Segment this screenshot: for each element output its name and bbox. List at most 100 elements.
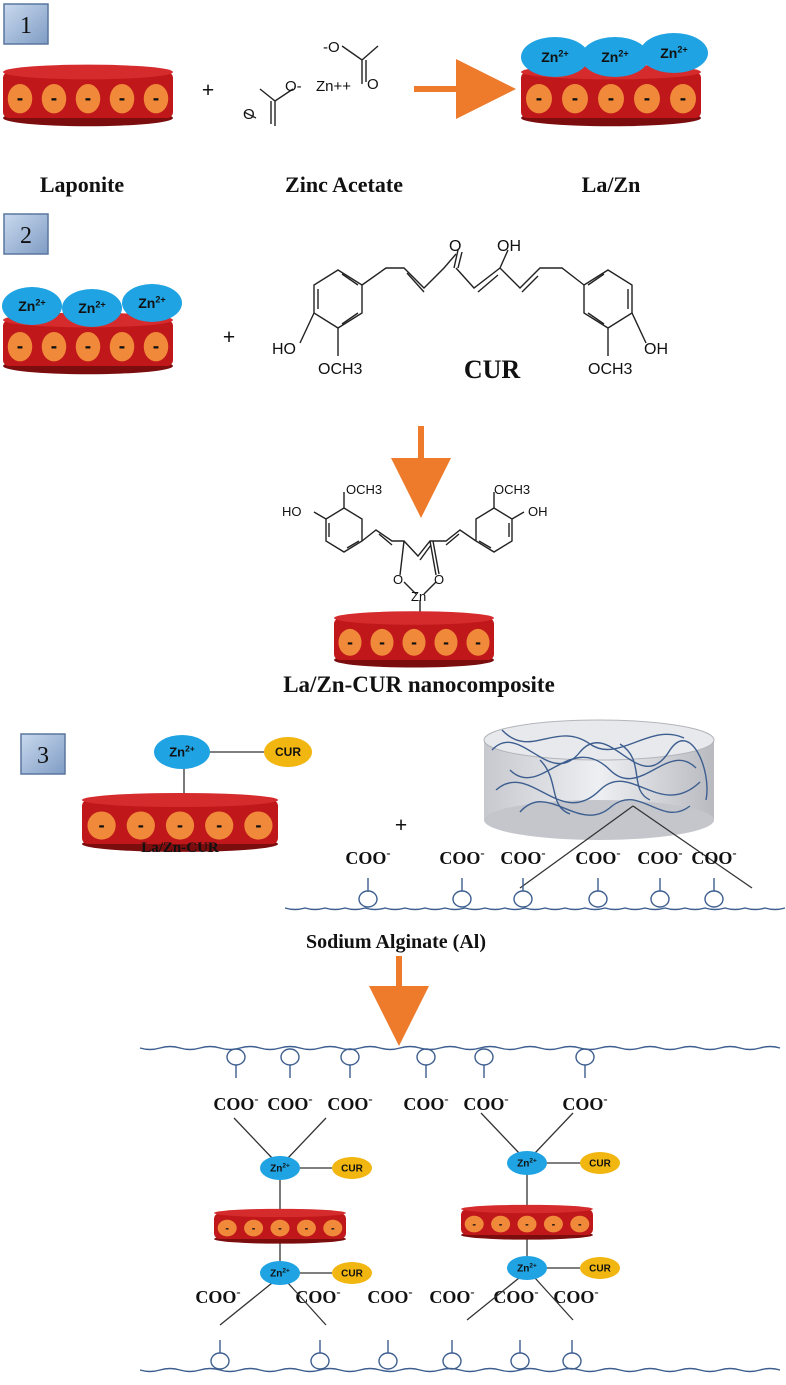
carboxylate-group: COO- bbox=[691, 846, 736, 868]
cur-molecule bbox=[332, 1262, 372, 1284]
negative-charge-label: - bbox=[578, 1218, 582, 1230]
charge-bead bbox=[434, 628, 458, 656]
step-3-box: 3 bbox=[20, 733, 66, 775]
complex-och3-right: OCH3 bbox=[494, 482, 530, 497]
alginate-backbone-top bbox=[139, 1045, 781, 1051]
zn-ion-5-label: Zn2+ bbox=[78, 299, 105, 316]
negative-charge-label: - bbox=[536, 89, 542, 110]
negative-charge-label: - bbox=[17, 89, 23, 110]
step-1-number: 1 bbox=[20, 13, 32, 39]
charge-bead bbox=[217, 1219, 237, 1237]
carboxylate-group: COO- bbox=[500, 846, 545, 868]
sugar-ring bbox=[650, 890, 670, 908]
complex-disc-top bbox=[334, 611, 494, 625]
cur-tag-label: CUR bbox=[589, 1264, 611, 1275]
cur-molecule bbox=[580, 1257, 620, 1279]
zn-ion-2 bbox=[581, 37, 649, 77]
negative-charge-label: - bbox=[225, 1222, 229, 1234]
coordination-bond bbox=[534, 1112, 574, 1154]
charge-bead bbox=[562, 83, 588, 114]
zn-ion-7-label: Zn2+ bbox=[169, 743, 195, 759]
complex-o-right: O bbox=[434, 572, 444, 587]
complex-laponite-disc: ----- bbox=[334, 611, 494, 668]
zn-ion-3 bbox=[640, 33, 708, 73]
zn-ion-6-label: Zn2+ bbox=[138, 294, 165, 311]
curcumin-structure: O OH HO OH OCH3 OCH3 bbox=[272, 238, 668, 378]
zn-ion-1-label: Zn2+ bbox=[541, 48, 568, 65]
carboxylate-group: COO- bbox=[562, 1092, 607, 1114]
cur-enol-oh: OH bbox=[497, 238, 521, 255]
coordination-bond bbox=[287, 1282, 327, 1326]
charge-bead bbox=[109, 83, 135, 114]
negative-charge-label: - bbox=[305, 1222, 309, 1234]
carboxylate-group: COO- bbox=[493, 1285, 538, 1307]
zn-ion-7 bbox=[154, 735, 210, 769]
charge-bead bbox=[143, 331, 169, 362]
plus-sign-2: + bbox=[223, 324, 236, 349]
negative-charge-label: - bbox=[331, 1222, 335, 1234]
cur-keto-o: O bbox=[449, 238, 461, 255]
sodium-alginate-label: Sodium Alginate (Al) bbox=[306, 931, 486, 953]
acetate-o-minus-left: O- bbox=[285, 78, 302, 95]
coordination-bond bbox=[466, 1277, 520, 1321]
charge-bead bbox=[466, 628, 490, 656]
plus-sign-1: + bbox=[202, 77, 215, 102]
charge-bead bbox=[570, 1215, 590, 1233]
carboxylate-group: COO- bbox=[267, 1092, 312, 1114]
carboxylate-group: COO- bbox=[439, 846, 484, 868]
zn-ion-4-label: Zn2+ bbox=[18, 297, 45, 314]
alginate-gel-cylinder bbox=[483, 719, 753, 889]
cur-oh-left: HO bbox=[272, 341, 296, 358]
sugar-ring bbox=[513, 890, 533, 908]
sugar-ring bbox=[510, 1352, 530, 1370]
cur-molecule bbox=[580, 1152, 620, 1174]
zinc-acetate-label: Zinc Acetate bbox=[285, 172, 403, 197]
zn-ion bbox=[260, 1261, 300, 1285]
negative-charge-label: - bbox=[85, 89, 91, 110]
negative-charge-label: - bbox=[85, 337, 91, 358]
carboxylate-group: COO- bbox=[463, 1092, 508, 1114]
carboxylate-group: COO- bbox=[403, 1092, 448, 1114]
negative-charge-label: - bbox=[153, 89, 159, 110]
charge-bead bbox=[402, 628, 426, 656]
network-disc-top bbox=[214, 1208, 346, 1218]
charge-bead bbox=[205, 811, 234, 840]
la-zn-cur-label: La/Zn-CUR bbox=[141, 840, 219, 856]
negative-charge-label: - bbox=[255, 814, 261, 835]
cur-label: CUR bbox=[464, 355, 521, 384]
charge-bead bbox=[244, 811, 273, 840]
cur-tag-label: CUR bbox=[341, 1269, 363, 1280]
step-3-number: 3 bbox=[37, 743, 49, 769]
zn-ion-4 bbox=[2, 287, 62, 325]
negative-charge-label: - bbox=[51, 337, 57, 358]
la-zn-product-disc: -----Zn2+Zn2+Zn2+ bbox=[521, 33, 708, 127]
cur-molecule bbox=[332, 1157, 372, 1179]
negative-charge-label: - bbox=[680, 89, 686, 110]
acetate-o-minus-top: -O bbox=[323, 39, 340, 56]
charge-bead bbox=[491, 1215, 511, 1233]
charge-bead bbox=[464, 1215, 484, 1233]
carboxylate-group: COO- bbox=[429, 1285, 474, 1307]
zn-ion-label: Zn2+ bbox=[270, 1163, 290, 1175]
negative-charge-label: - bbox=[177, 814, 183, 835]
sugar-ring bbox=[588, 890, 608, 908]
cur-och3-right: OCH3 bbox=[588, 361, 633, 378]
alginate-chain-1: COO-COO-COO-COO-COO-COO- bbox=[284, 846, 786, 911]
alginate-crosslinked-network: COO-COO-COO-COO-COO-COO-COO-COO-COO-COO-… bbox=[139, 1045, 781, 1373]
charge-bead bbox=[109, 331, 135, 362]
network-disc-top bbox=[461, 1204, 593, 1214]
negative-charge-label: - bbox=[572, 89, 578, 110]
charge-bead bbox=[87, 811, 116, 840]
negative-charge-label: - bbox=[51, 89, 57, 110]
negative-charge-label: - bbox=[17, 337, 23, 358]
carboxylate-group: COO- bbox=[195, 1285, 240, 1307]
sugar-ring bbox=[575, 1048, 595, 1066]
negative-charge-label: - bbox=[552, 1218, 556, 1230]
coordination-bond bbox=[287, 1117, 327, 1159]
negative-charge-label: - bbox=[499, 1218, 503, 1230]
acetate-o-left: O bbox=[243, 106, 255, 123]
carboxylate-group: COO- bbox=[327, 1092, 372, 1114]
step-2-number: 2 bbox=[20, 223, 32, 249]
la-zn-cur-nanocomposite-label: La/Zn-CUR nanocomposite bbox=[283, 672, 555, 697]
charge-bead bbox=[7, 83, 33, 114]
